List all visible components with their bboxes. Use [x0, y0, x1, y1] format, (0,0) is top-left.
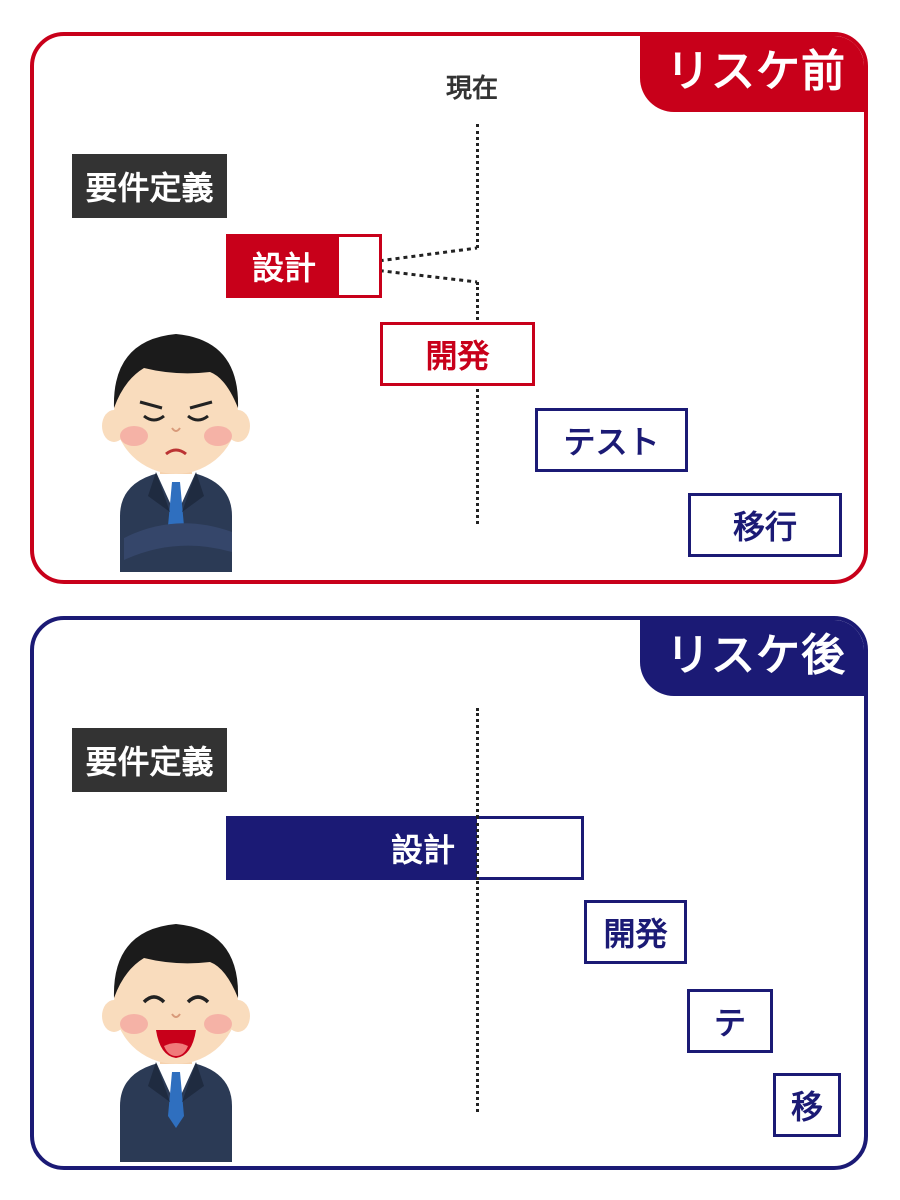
now-label: 現在	[446, 74, 499, 104]
now-line-after	[476, 708, 479, 1112]
now-line-after-overlay	[476, 816, 479, 880]
now-line-lower	[476, 282, 479, 524]
before-design-label: 設計	[229, 237, 339, 295]
happy-businessman-icon	[102, 924, 250, 1162]
after-design-box: 設計	[226, 816, 584, 880]
before-tab-label: リスケ前	[640, 36, 864, 112]
before-design-box: 設計	[226, 234, 382, 298]
after-requirements-box: 要件定義	[72, 728, 227, 792]
after-migration-box: 移	[773, 1073, 841, 1137]
before-migration-box: 移行	[688, 493, 842, 557]
before-test-box: テスト	[535, 408, 688, 472]
before-requirements-box: 要件定義	[72, 154, 227, 218]
after-test-box: テ	[687, 989, 773, 1053]
after-development-box: 開発	[584, 900, 687, 964]
after-design-label: 設計	[229, 819, 477, 877]
now-line-upper	[476, 124, 479, 248]
worried-businessman-icon	[102, 334, 250, 572]
before-development-box: 開発	[380, 322, 535, 386]
after-tab-label: リスケ後	[640, 620, 864, 696]
after-panel: リスケ後	[30, 616, 868, 1170]
